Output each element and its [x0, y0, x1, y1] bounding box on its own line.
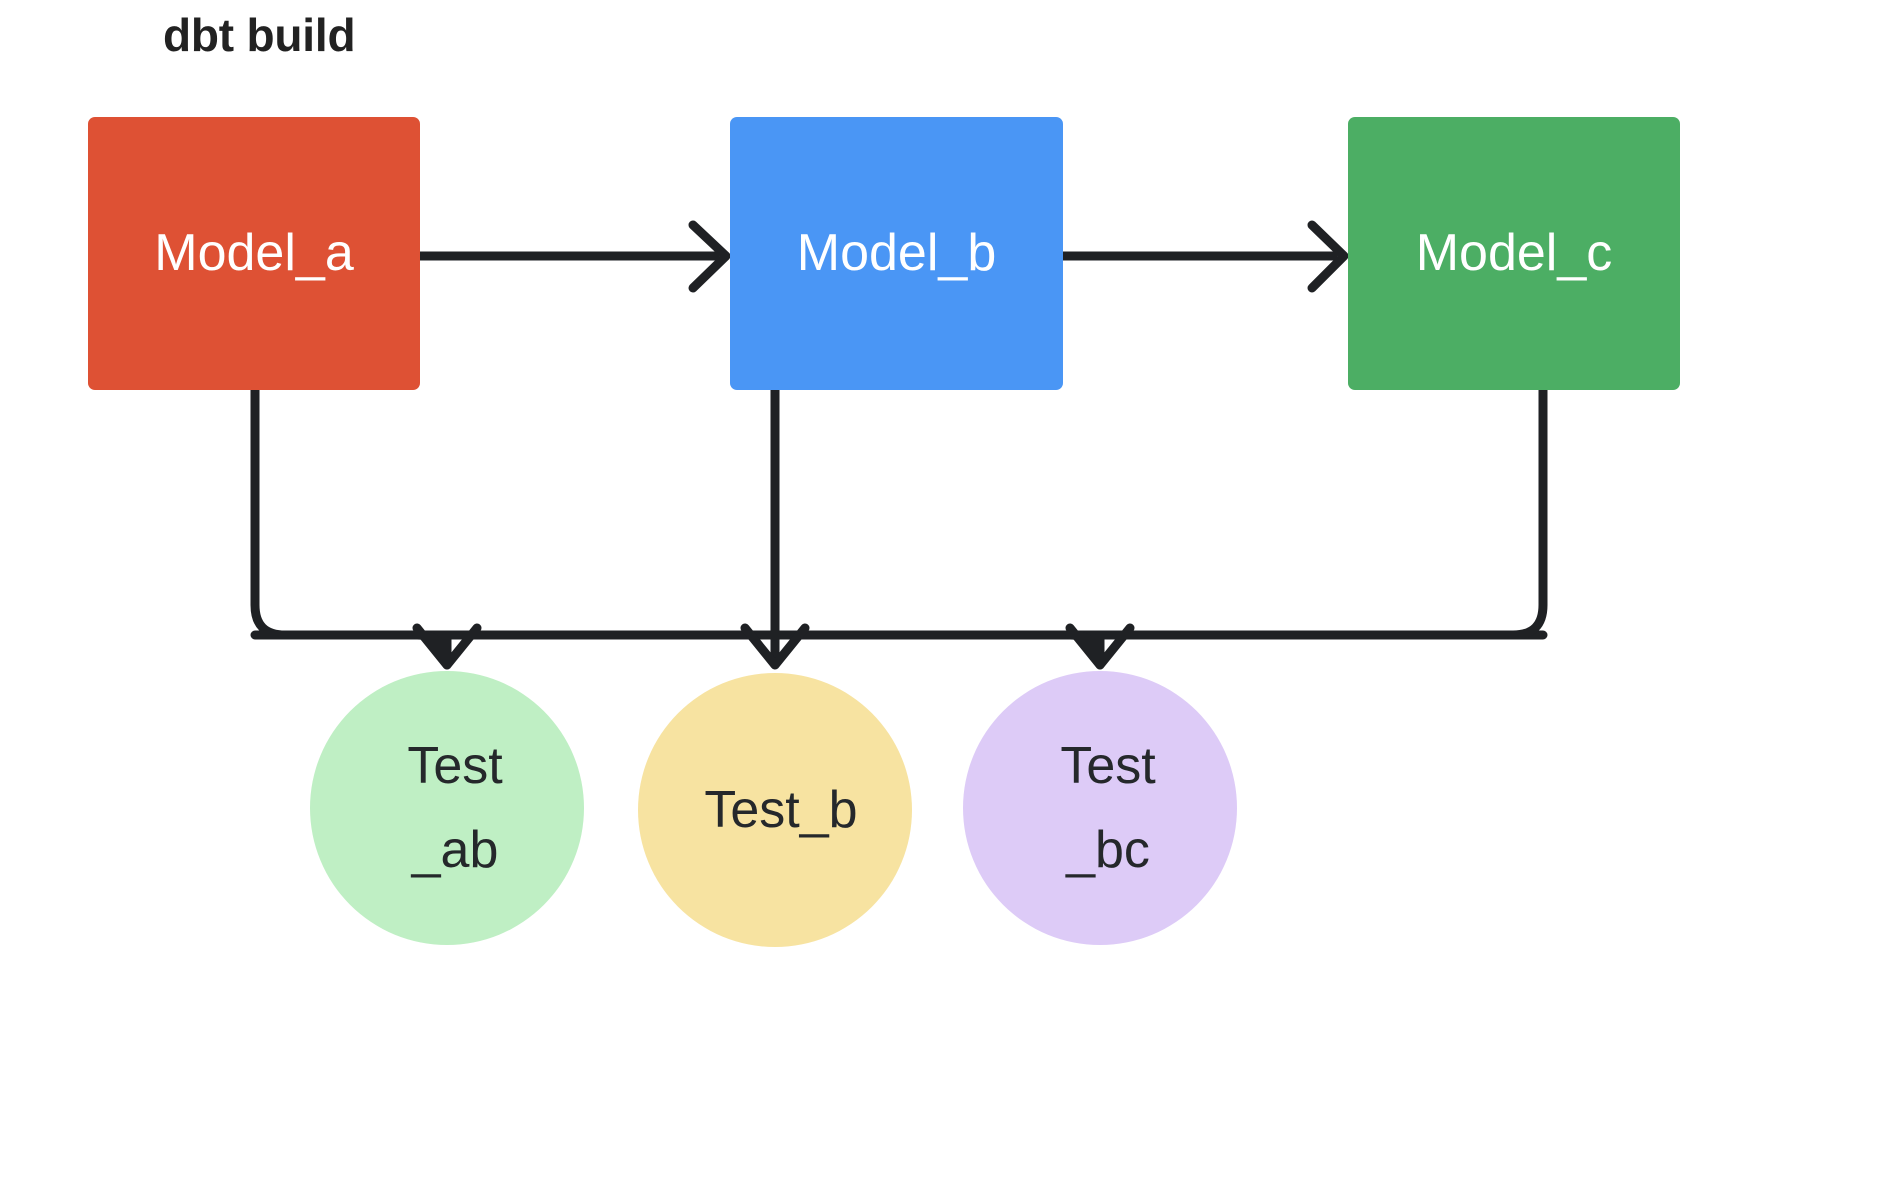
- node-test-bc[interactable]: Test _bc: [963, 671, 1237, 945]
- edge-rail-to-test-ab: [412, 623, 482, 670]
- node-model-a[interactable]: Model_a: [88, 117, 420, 390]
- edge-model-b-to-test-b: [740, 385, 810, 670]
- node-test-b[interactable]: Test_b: [638, 673, 912, 947]
- node-model-c-label: Model_c: [1415, 224, 1613, 283]
- node-test-ab-label: Test _ab: [407, 736, 503, 879]
- node-model-a-label: Model_a: [154, 224, 354, 283]
- node-model-c[interactable]: Model_c: [1348, 117, 1680, 390]
- node-model-b-label: Model_b: [796, 224, 997, 283]
- edge-model-c-to-rail: [250, 385, 1548, 640]
- node-model-b[interactable]: Model_b: [730, 117, 1063, 390]
- edge-model-b-to-model-c: [1058, 220, 1349, 293]
- node-test-bc-label: Test _bc: [1060, 736, 1156, 879]
- edge-model-a-to-test-ab: [250, 385, 1548, 640]
- node-test-ab[interactable]: Test _ab: [310, 671, 584, 945]
- edge-model-a-to-model-b: [415, 220, 731, 293]
- edge-rail-to-test-bc: [1065, 623, 1135, 670]
- diagram-title: dbt build: [163, 9, 356, 61]
- node-test-b-label: Test_b: [704, 780, 858, 839]
